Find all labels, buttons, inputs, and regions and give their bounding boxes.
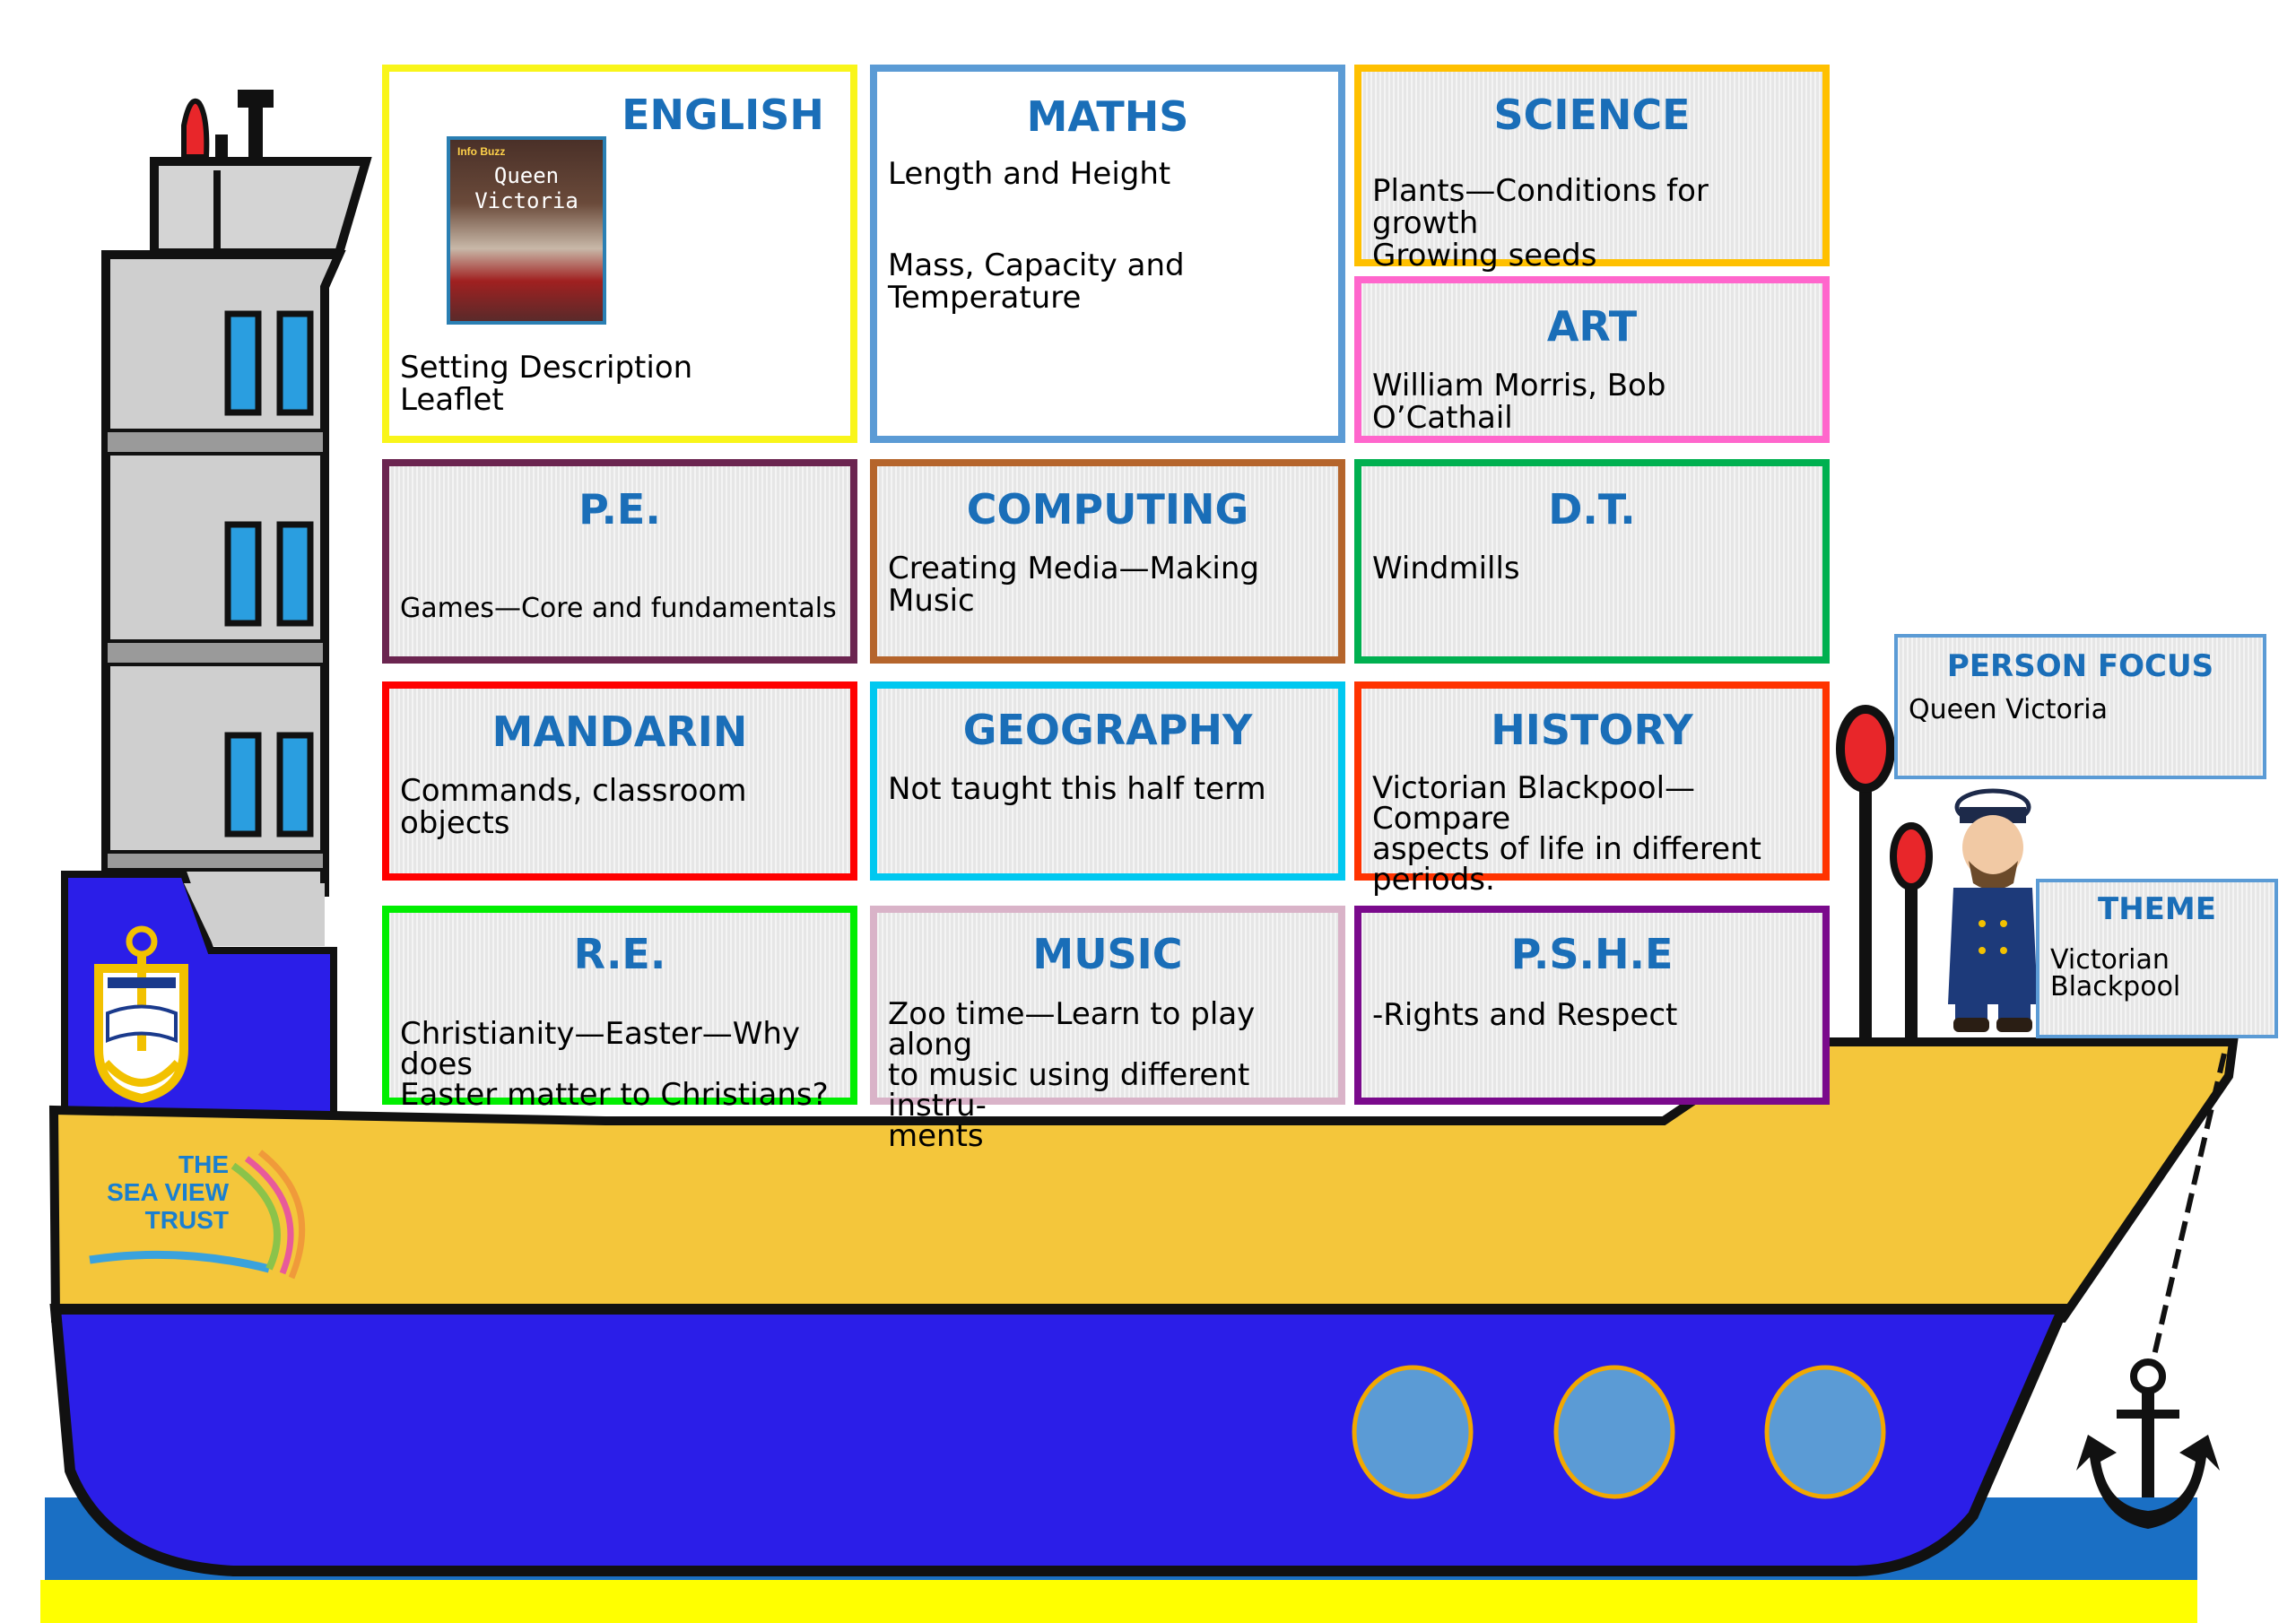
science-title: SCIENCE <box>1493 91 1691 139</box>
logo-line1: THE <box>178 1150 229 1178</box>
logo-line2: SEA VIEW <box>107 1178 229 1206</box>
book-series-label: Info Buzz <box>457 145 506 158</box>
portholes <box>1352 1365 1886 1499</box>
english-title: ENGLISH <box>622 91 824 139</box>
computing-title: COMPUTING <box>966 485 1249 534</box>
maths-text1: Length and Height <box>888 156 1171 192</box>
theme-box: THEME Victorian Blackpool <box>2036 879 2278 1038</box>
history-box: HISTORY Victorian Blackpool—Compare aspe… <box>1354 681 1830 895</box>
computing-text: Creating Media—Making Music <box>888 551 1259 619</box>
dt-box: D.T. Windmills <box>1354 459 1830 664</box>
re-text: Christianity—Easter—Why does Easter matt… <box>400 1016 829 1113</box>
computing-box: COMPUTING Creating Media—Making Music <box>870 459 1345 664</box>
captain-figure <box>1948 788 2038 1032</box>
person-focus-box: PERSON FOCUS Queen Victoria <box>1894 634 2266 779</box>
anchor-icon <box>2076 1358 2220 1529</box>
dt-text: Windmills <box>1372 551 1520 586</box>
pe-box: P.E. Games—Core and fundamentals <box>382 459 857 664</box>
mandarin-text: Commands, classroom objects <box>400 773 747 841</box>
music-text: Zoo time—Learn to play along to music us… <box>888 996 1256 1154</box>
pe-title: P.E. <box>578 485 661 534</box>
chain-icon <box>2150 1053 2227 1364</box>
sea-view-trust-logo: THE SEA VIEW TRUST <box>99 1150 229 1234</box>
geography-title: GEOGRAPHY <box>962 706 1253 754</box>
maths-box: MATHS Length and Height Mass, Capacity a… <box>870 65 1345 443</box>
pshe-text: -Rights and Respect <box>1372 997 1678 1033</box>
mast-lights <box>1836 705 1933 1045</box>
music-box: MUSIC Zoo time—Learn to play along to mu… <box>870 906 1345 1151</box>
english-box: ENGLISH Info Buzz Queen Victoria Setting… <box>382 65 857 443</box>
dt-title: D.T. <box>1548 485 1636 534</box>
maths-title: MATHS <box>1026 92 1189 141</box>
sea-view-trust-logo-swoosh <box>89 1150 306 1280</box>
logo-line3: TRUST <box>144 1206 229 1234</box>
pshe-box: P.S.H.E -Rights and Respect <box>1354 906 1830 1105</box>
book-title-label: Queen Victoria <box>474 163 578 213</box>
ship-tower <box>61 90 372 1120</box>
re-title: R.E. <box>573 930 666 978</box>
crest-icon <box>94 925 188 1104</box>
theme-text: Victorian Blackpool <box>2050 944 2181 1002</box>
geography-box: GEOGRAPHY Not taught this half term <box>870 681 1345 881</box>
science-text: Plants—Conditions for growth Growing see… <box>1372 173 1709 273</box>
geography-text: Not taught this half term <box>888 771 1266 807</box>
english-text: Setting Description Leaflet <box>400 350 693 418</box>
hull-lower <box>49 1304 2072 1576</box>
history-title: HISTORY <box>1491 706 1693 754</box>
history-text: Victorian Blackpool—Compare aspects of l… <box>1372 770 1761 898</box>
pshe-title: P.S.H.E <box>1510 930 1674 978</box>
mandarin-title: MANDARIN <box>491 707 748 756</box>
theme-title: THEME <box>2098 891 2216 927</box>
art-text: William Morris, Bob O’Cathail <box>1372 368 1666 436</box>
art-title: ART <box>1546 302 1638 351</box>
science-box: SCIENCE Plants—Conditions for growth Gro… <box>1354 65 1830 272</box>
music-title: MUSIC <box>1032 930 1183 978</box>
maths-text2: Mass, Capacity and Temperature <box>888 247 1185 316</box>
mandarin-box: MANDARIN Commands, classroom objects <box>382 681 857 881</box>
book-cover-image: Info Buzz Queen Victoria <box>447 136 606 325</box>
pe-text: Games—Core and fundamentals <box>400 593 837 624</box>
tower-windows <box>224 310 314 838</box>
re-box: R.E. Christianity—Easter—Why does Easter… <box>382 906 857 1110</box>
sand <box>40 1580 2197 1623</box>
art-box: ART William Morris, Bob O’Cathail <box>1354 276 1830 443</box>
person-focus-title: PERSON FOCUS <box>1946 648 2214 684</box>
person-focus-text: Queen Victoria <box>1909 694 2108 725</box>
